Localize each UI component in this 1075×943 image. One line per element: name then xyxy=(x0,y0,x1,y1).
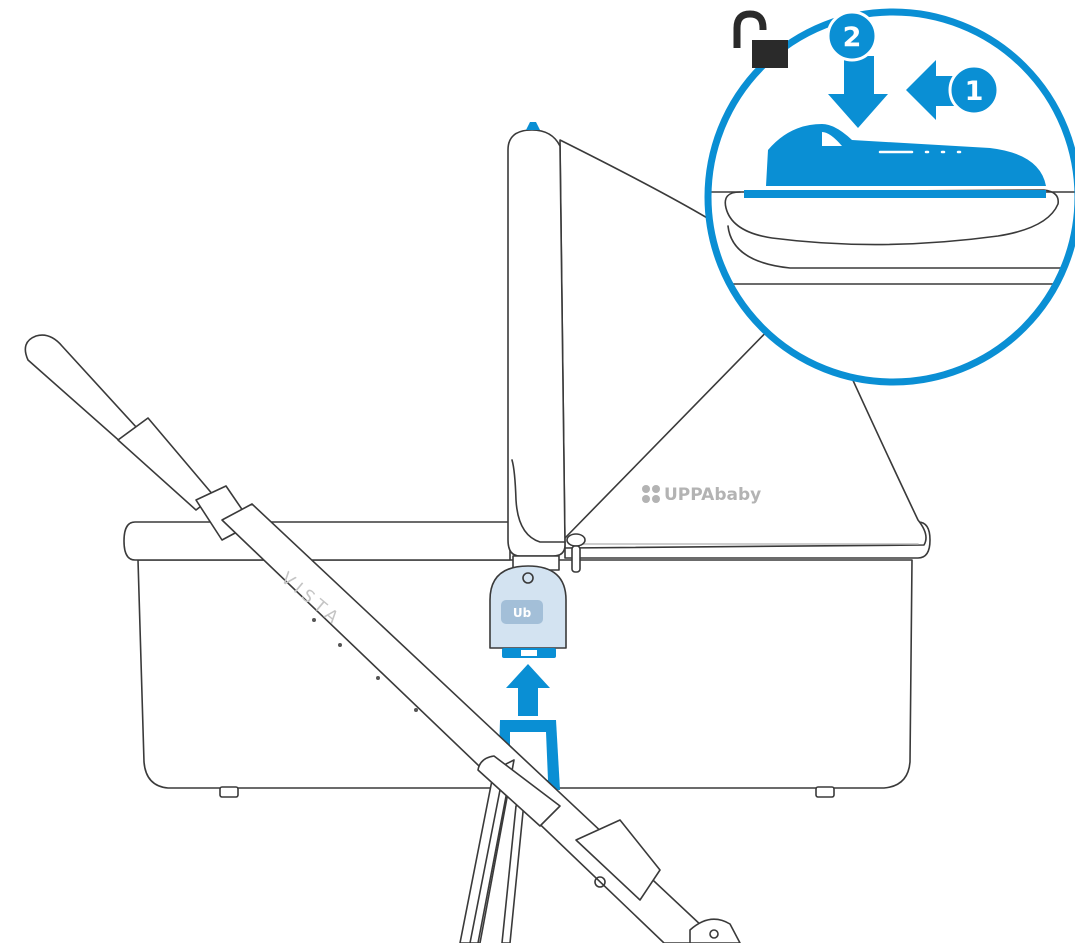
arrow-up-icon xyxy=(506,664,550,716)
detail-zoom-inset xyxy=(704,8,1075,386)
release-button xyxy=(744,124,1046,198)
step-badge-1: 1 xyxy=(948,64,1000,116)
brand-flower-icon xyxy=(642,485,660,503)
step-badge-2: 2 xyxy=(826,10,878,62)
arrow-down-icon xyxy=(828,56,888,128)
adapter-logo-text: Ub xyxy=(513,606,532,620)
stroller-legs xyxy=(459,755,741,943)
bassinet-adapter: Ub xyxy=(489,555,567,658)
brand-logo: UPPAbaby xyxy=(642,485,761,505)
canopy xyxy=(559,139,927,549)
brand-logo-text: UPPAbaby xyxy=(664,485,761,505)
stroller-handlebar xyxy=(24,334,253,541)
step-number-1: 1 xyxy=(965,76,984,107)
step-number-2: 2 xyxy=(843,22,862,53)
unlock-icon xyxy=(733,10,788,68)
zipper-pull xyxy=(566,533,586,573)
canopy-arm xyxy=(507,122,566,557)
